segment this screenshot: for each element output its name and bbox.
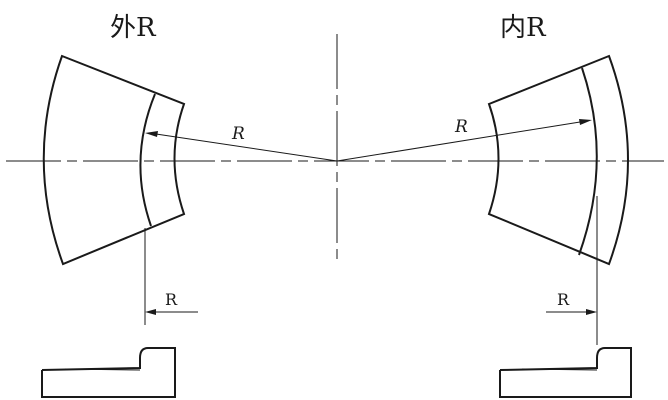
inner-r-radius-label: R bbox=[454, 117, 468, 137]
outer-r-radius-line bbox=[155, 133, 338, 162]
inner-r-offset-label: R bbox=[557, 290, 570, 309]
outer-r-radius-arrowhead bbox=[145, 131, 158, 137]
outer-r-radius-label: R bbox=[231, 124, 245, 144]
outer-r-profile-fillet bbox=[64, 368, 141, 371]
inner-r-profile bbox=[499, 347, 632, 398]
inner-r-radius-arrowhead bbox=[579, 119, 592, 125]
outer-r-offset-arrowhead bbox=[145, 309, 156, 315]
inner-r-offset-arrowhead bbox=[586, 309, 597, 315]
inner-r-inner-arc bbox=[578, 67, 598, 256]
inner-r-radius-line bbox=[336, 121, 581, 162]
inner-r-profile-fillet bbox=[521, 368, 598, 371]
inner-r-title: 内R bbox=[500, 13, 547, 43]
outer-r-profile bbox=[41, 347, 176, 398]
outer-r-inner-arc bbox=[139, 93, 156, 227]
inner-r-segment-outline bbox=[487, 54, 629, 266]
outer-r-offset-label: R bbox=[165, 290, 178, 309]
outer-r-title: 外R bbox=[110, 13, 157, 43]
outer-r-segment-outline bbox=[42, 54, 186, 266]
